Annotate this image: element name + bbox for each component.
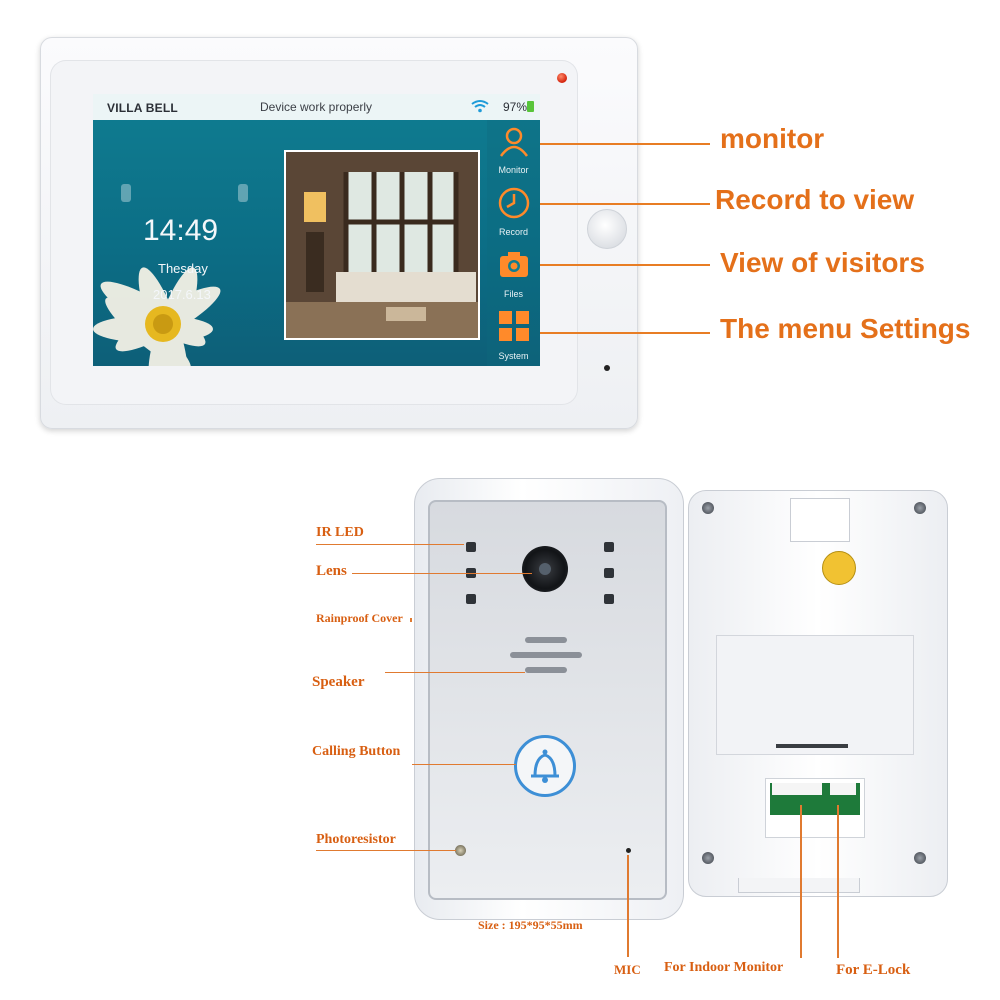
speaker-slot: [525, 637, 567, 643]
wifi-icon: [471, 100, 489, 113]
brand-logo: VILLA BELL: [107, 101, 178, 115]
menu-record[interactable]: Record: [487, 186, 540, 237]
speaker-slot: [510, 652, 582, 658]
callout-record: Record to view: [715, 184, 915, 215]
flower-wallpaper: [93, 267, 221, 366]
menu-label: System: [498, 351, 529, 361]
battery-cover: [716, 635, 914, 755]
qc-sticker: [822, 551, 856, 585]
screw: [702, 502, 714, 514]
callout-line: [800, 805, 802, 958]
menu-files[interactable]: Files: [487, 248, 540, 299]
camera-lens: [522, 546, 568, 592]
label-calling-button: Calling Button: [312, 744, 401, 759]
label-for-indoor-monitor: For Indoor Monitor: [664, 960, 784, 975]
callout-line: [627, 855, 629, 957]
label-lens: Lens: [316, 563, 347, 579]
clock-day: Thesday: [158, 261, 208, 276]
ir-led: [604, 594, 614, 604]
room-image: [286, 152, 478, 338]
label-rainproof-cover: Rainproof Cover: [316, 611, 403, 625]
monitor-mic: [604, 365, 610, 371]
cable-clip: [738, 878, 860, 893]
clock-date: 2017.6.13: [153, 287, 211, 302]
bell-icon: [531, 749, 559, 783]
clock-time: 14:49: [143, 214, 219, 247]
power-led: [557, 73, 567, 83]
callout-line: [837, 805, 839, 958]
side-menu: Monitor Record Files: [487, 120, 540, 366]
size-label: Size : 195*95*55mm: [478, 918, 583, 932]
status-text: Device work properly: [260, 100, 373, 114]
battery-icon: [527, 101, 534, 112]
callout-line: [410, 618, 412, 622]
label-speaker: Speaker: [312, 674, 365, 690]
speaker-slot: [525, 667, 567, 673]
screw: [702, 852, 714, 864]
person-icon: [499, 127, 528, 157]
label-ir-led: IR LED: [316, 525, 364, 540]
callout-line: [540, 332, 710, 334]
calendar-ring: [238, 184, 248, 202]
callout-line: [540, 203, 710, 205]
menu-monitor[interactable]: Monitor: [487, 124, 540, 175]
ir-led: [604, 542, 614, 552]
callout-line: [385, 672, 525, 673]
status-bar: VILLA BELL Device work properly 97%: [93, 94, 540, 120]
label-photoresistor: Photoresistor: [316, 832, 396, 847]
connector-elock: [830, 783, 856, 795]
camera-preview: [284, 150, 480, 340]
ir-led: [466, 594, 476, 604]
menu-label: Monitor: [498, 165, 529, 175]
callout-monitor: monitor: [720, 123, 825, 154]
grid-icon: [498, 311, 529, 341]
photoresistor: [455, 845, 466, 856]
callout-files: View of visitors: [720, 247, 925, 278]
callout-line: [352, 573, 532, 574]
calling-button[interactable]: [514, 735, 576, 797]
battery-level: 97%: [503, 100, 528, 114]
connector-indoor: [772, 783, 822, 795]
calendar-ring: [121, 184, 131, 202]
ir-led: [466, 542, 476, 552]
label-mic: MIC: [614, 962, 641, 977]
callout-line: [316, 544, 464, 545]
callout-system: The menu Settings: [720, 313, 971, 344]
label-for-elock: For E-Lock: [836, 962, 911, 978]
ir-led: [604, 568, 614, 578]
home-button[interactable]: [587, 209, 627, 249]
callout-line: [412, 764, 516, 765]
menu-label: Record: [498, 227, 528, 237]
doorbell-mic: [626, 848, 631, 853]
monitor-screen: VILLA BELL Device work properly 97% 14:4…: [93, 94, 540, 366]
callout-line: [540, 264, 710, 266]
screw: [914, 502, 926, 514]
slot: [776, 744, 848, 748]
menu-system[interactable]: System: [487, 308, 540, 361]
callout-line: [316, 850, 456, 851]
clock-icon: [498, 187, 529, 219]
screw: [914, 852, 926, 864]
menu-label: Files: [503, 289, 523, 299]
callout-line: [540, 143, 710, 145]
dip-switch-label: [790, 498, 850, 542]
camera-icon: [499, 252, 528, 277]
